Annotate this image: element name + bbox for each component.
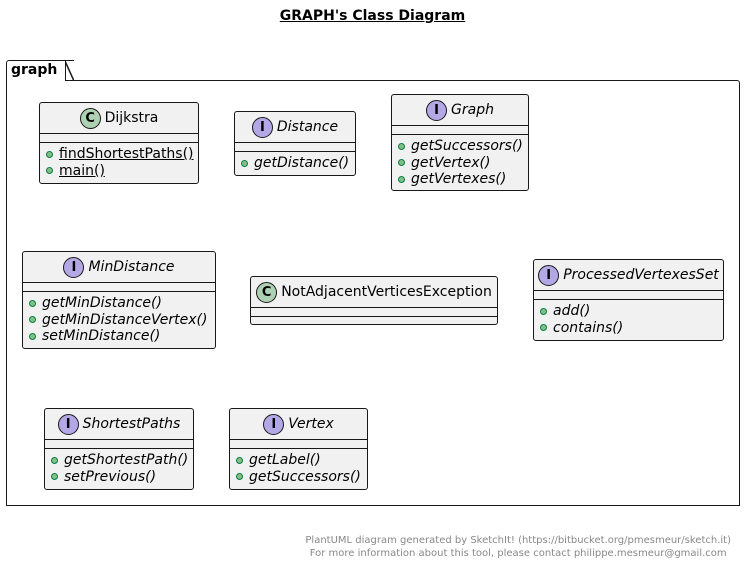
method-item: getVertex() [398, 155, 522, 172]
footer-line-generator: PlantUML diagram generated by SketchIt! … [305, 535, 731, 546]
class-badge-icon: C [79, 107, 101, 129]
interface-badge-icon: I [63, 256, 85, 278]
public-method-icon [241, 159, 248, 167]
method-item: getLabel() [236, 452, 361, 469]
interface-badge-icon: I [426, 99, 448, 121]
public-method-icon [29, 316, 36, 324]
public-method-icon [398, 159, 405, 167]
method-item: contains() [540, 320, 717, 337]
public-method-icon [51, 473, 58, 481]
diagram-title: GRAPH's Class Diagram [279, 8, 466, 24]
method-item: findShortestPaths() [46, 146, 194, 163]
class-name: Dijkstra [104, 110, 159, 126]
public-method-icon [51, 456, 58, 464]
public-method-icon [540, 324, 547, 332]
method-item: getMinDistanceVertex() [29, 312, 209, 329]
public-method-icon [46, 167, 53, 175]
class-badge-icon: C [256, 281, 278, 303]
public-method-icon [540, 307, 547, 315]
method-item: getVertexes() [398, 171, 522, 188]
public-method-icon [236, 456, 243, 464]
interface-badge-icon: I [251, 116, 273, 138]
method-item: getMinDistance() [29, 295, 209, 312]
method-item: getDistance() [241, 155, 349, 172]
interface-badge-icon: I [538, 264, 560, 286]
interface-name: Vertex [288, 416, 334, 432]
interface-name: Distance [276, 119, 339, 135]
public-method-icon [46, 150, 53, 158]
public-method-icon [398, 142, 405, 150]
method-item: setPrevious() [51, 469, 187, 486]
method-item: getShortestPath() [51, 452, 188, 469]
method-item: getSuccessors() [236, 469, 361, 486]
interface-name: ProcessedVertexesSet [563, 267, 719, 283]
interface-name: Graph [451, 102, 494, 118]
package-label: graph [6, 59, 75, 81]
interface-badge-icon: I [57, 413, 79, 435]
public-method-icon [398, 175, 405, 183]
public-method-icon [29, 299, 36, 307]
interface-badge-icon: I [263, 413, 285, 435]
footer-credits: PlantUML diagram generated by SketchIt! … [305, 535, 731, 560]
method-item: main() [46, 163, 192, 180]
interface-name: MinDistance [88, 259, 175, 275]
method-item: add() [540, 303, 717, 320]
public-method-icon [236, 473, 243, 481]
public-method-icon [29, 332, 36, 340]
footer-line-contact: For more information about this tool, pl… [309, 547, 727, 559]
method-item: setMinDistance() [29, 328, 209, 345]
interface-name: ShortestPaths [82, 416, 181, 432]
method-item: getSuccessors() [398, 138, 523, 155]
class-name: NotAdjacentVerticesException [281, 284, 492, 300]
